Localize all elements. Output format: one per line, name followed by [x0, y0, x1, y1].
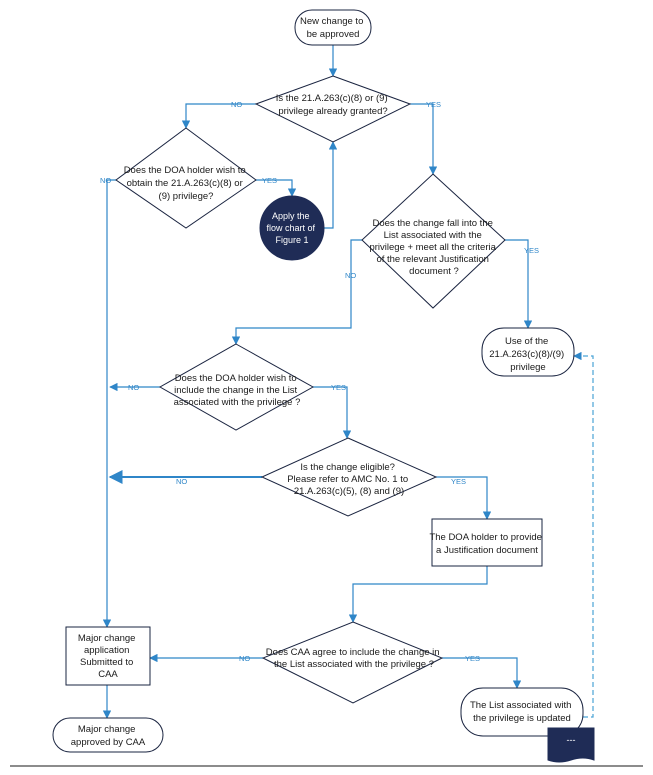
edge-caa-yes [442, 657, 522, 689]
label-fall-yes: YES [524, 246, 539, 255]
edge-labels: NO YES YES NO YES NO NO YES NO YES NO YE… [100, 100, 539, 663]
label-granted-no: NO [231, 100, 242, 109]
edge-eligible-yes [436, 476, 492, 520]
question-wish-obtain-text: Does the DOA holder wish to obtain the 2… [124, 165, 249, 202]
label-granted-yes: YES [426, 100, 441, 109]
edge-obtain-yes [256, 179, 297, 197]
edge-apply-back [324, 141, 338, 229]
node-question-privilege-granted: Is the 21.A.263(c)(8) or (9) privilege a… [254, 75, 412, 143]
use-privilege-text: Use of the 21.A.263(c)(8)/(9) privilege [489, 336, 567, 373]
apply-flow-chart-text: Apply the flow chart of Figure 1 [266, 211, 317, 245]
start-text: New change to be approved [300, 16, 366, 40]
label-eligible-yes: YES [451, 477, 466, 486]
node-page-mark: --- [547, 727, 595, 763]
edge-fall-yes [505, 239, 533, 329]
node-question-wish-obtain: Does the DOA holder wish to obtain the 2… [115, 127, 257, 229]
label-obtain-no: NO [100, 176, 111, 185]
node-list-updated: The List associated with the privilege i… [460, 687, 584, 737]
label-caa-no: NO [239, 654, 250, 663]
node-major-change-approved: Major change approved by CAA [52, 717, 164, 753]
node-question-fall-into-list: Does the change fall into the List assoc… [361, 173, 506, 309]
question-caa-agree-text: Does CAA agree to include the change in … [266, 647, 442, 670]
node-question-eligible: Is the change eligible? Please refer to … [260, 437, 438, 517]
question-wish-include-text: Does the DOA holder wish to include the … [174, 373, 301, 408]
connectors [102, 45, 594, 719]
label-fall-no: NO [345, 271, 356, 280]
edge-fall-no [231, 239, 362, 345]
label-include-yes: YES [331, 383, 346, 392]
edge-granted-no [181, 103, 256, 129]
node-start: New change to be approved [294, 9, 372, 46]
label-caa-yes: YES [465, 654, 480, 663]
edge-include-yes [313, 386, 352, 439]
list-updated-text: The List associated with the privilege i… [470, 700, 574, 724]
node-provide-justification: The DOA holder to provide a Justificatio… [429, 518, 544, 567]
edge-justification-caa [348, 566, 488, 623]
provide-justification-text: The DOA holder to provide a Justificatio… [429, 532, 544, 556]
page-mark-text: --- [567, 735, 576, 745]
question-fall-into-list-text: Does the change fall into the List assoc… [369, 218, 498, 277]
major-change-submitted-text: Major change application Submitted to CA… [78, 633, 138, 680]
question-privilege-granted-text: Is the 21.A.263(c)(8) or (9) privilege a… [276, 93, 391, 117]
node-question-caa-agree: Does CAA agree to include the change in … [261, 621, 444, 704]
edge-obtain-no [102, 179, 116, 628]
node-major-change-submitted: Major change application Submitted to CA… [65, 626, 151, 686]
label-eligible-no: NO [176, 477, 187, 486]
node-question-wish-include: Does the DOA holder wish to include the … [158, 343, 315, 431]
node-apply-flow-chart: Apply the flow chart of Figure 1 [259, 195, 325, 261]
label-obtain-yes: YES [262, 176, 277, 185]
label-include-no: NO [128, 383, 139, 392]
major-change-approved-text: Major change approved by CAA [71, 724, 146, 748]
edge-granted-yes [410, 103, 438, 175]
edge-updated-use [573, 351, 594, 718]
node-use-privilege: Use of the 21.A.263(c)(8)/(9) privilege [481, 327, 575, 377]
question-eligible-text: Is the change eligible? Please refer to … [287, 462, 411, 497]
